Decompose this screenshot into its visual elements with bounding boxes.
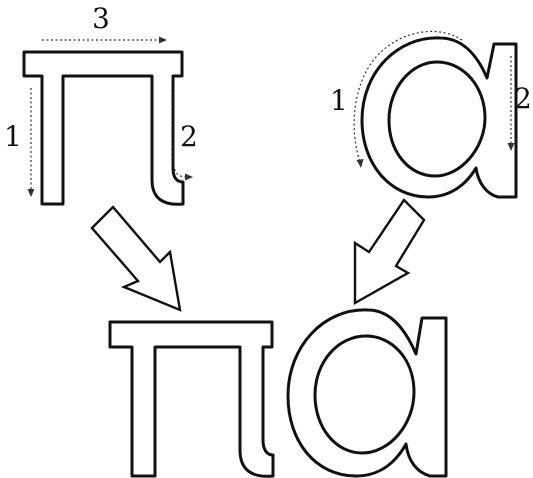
alpha-stroke-1-guide	[353, 30, 463, 168]
pi-stroke-1-guide	[27, 88, 35, 197]
result-letter-pi	[108, 320, 275, 478]
arrow-pi-to-result	[90, 205, 182, 312]
pi-stroke-2-label: 2	[180, 120, 198, 153]
alpha-stroke-1-label: 1	[330, 84, 348, 117]
pi-stroke-1-label: 1	[4, 120, 22, 153]
alpha-stroke-2-guide	[507, 56, 515, 151]
pi-stroke-3-label: 3	[92, 2, 110, 35]
alpha-stroke-2-label: 2	[514, 82, 532, 115]
letter-alpha-outline	[360, 36, 518, 199]
result-letter-alpha	[286, 308, 448, 478]
pi-stroke-3-guide	[42, 36, 167, 44]
result-word	[108, 308, 448, 478]
arrow-alpha-to-result	[353, 198, 426, 306]
letter-pi-outline	[22, 50, 185, 206]
pi-stroke-2-guide	[173, 88, 193, 181]
